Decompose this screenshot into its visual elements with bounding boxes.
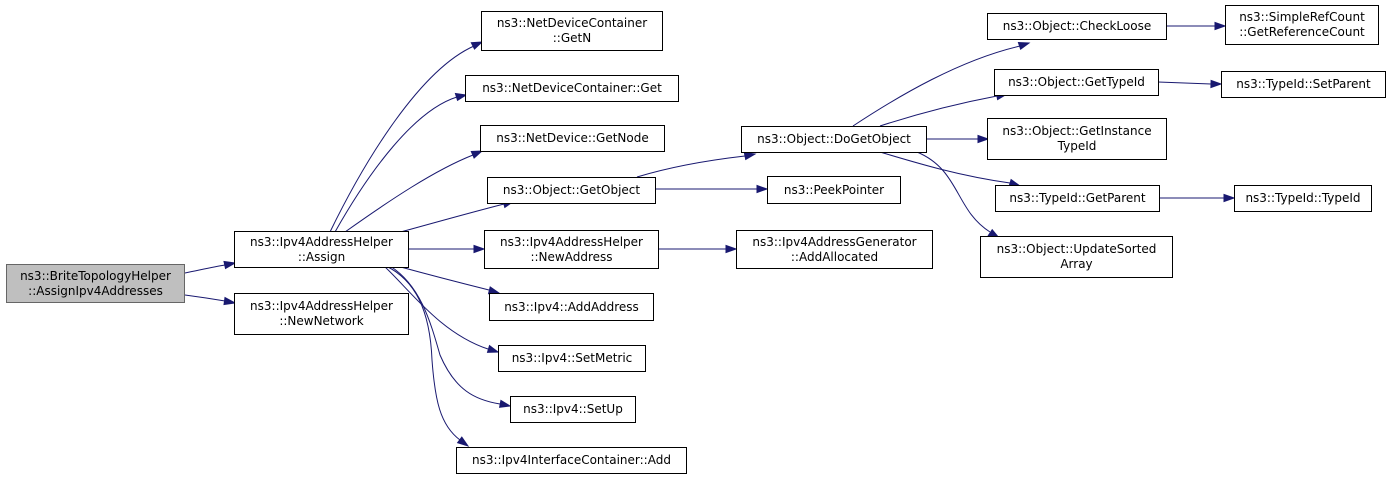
node-label-line: ::AssignIpv4Addresses bbox=[28, 283, 163, 298]
node-net-device-container-get[interactable]: ns3::NetDeviceContainer::Get bbox=[465, 75, 679, 102]
node-label-line: ns3::TypeId::SetParent bbox=[1236, 77, 1371, 91]
node-object-do-get-object[interactable]: ns3::Object::DoGetObject bbox=[741, 126, 927, 153]
edge-root-to-newnet bbox=[184, 294, 237, 306]
edge-getobj-to-peek bbox=[656, 184, 769, 194]
node-label-line: TypeId bbox=[1057, 139, 1097, 153]
edge-assign-to-getn bbox=[329, 41, 484, 233]
node-ipv4-address-helper-new-network[interactable]: ns3::Ipv4AddressHelper ::NewNetwork bbox=[234, 293, 409, 335]
node-label-line: ::NewNetwork bbox=[279, 314, 364, 328]
edge-assign-to-getobj bbox=[396, 199, 516, 234]
node-object-get-object[interactable]: ns3::Object::GetObject bbox=[487, 177, 656, 204]
node-label-line: ns3::Object::GetInstance bbox=[1002, 124, 1152, 138]
edge-getobj-to-dogetobj bbox=[636, 152, 757, 178]
node-label-line: ns3::NetDevice::GetNode bbox=[496, 131, 649, 145]
edge-assign-to-addaddr bbox=[396, 265, 501, 295]
node-label-line: Array bbox=[1060, 257, 1093, 271]
node-simple-ref-count-get-reference-count[interactable]: ns3::SimpleRefCount ::GetReferenceCount bbox=[1225, 5, 1379, 45]
edge-dogetobj-to-getinst bbox=[927, 134, 990, 144]
node-object-check-loose[interactable]: ns3::Object::CheckLoose bbox=[987, 13, 1167, 40]
node-object-get-instance-type-id[interactable]: ns3::Object::GetInstance TypeId bbox=[987, 118, 1167, 160]
edge-newaddr-to-addalloc bbox=[659, 244, 738, 254]
node-label-line: ns3::Ipv4InterfaceContainer::Add bbox=[472, 453, 671, 467]
node-label-line: ns3::Ipv4::AddAddress bbox=[504, 299, 639, 314]
node-brite-assign-ipv4-addresses: ns3::BriteTopologyHelper ::AssignIpv4Add… bbox=[6, 264, 185, 303]
node-label-line: ns3::Ipv4AddressHelper bbox=[500, 234, 643, 249]
node-label-line: ns3::Object::UpdateSorted bbox=[996, 242, 1157, 256]
node-label-line: ns3::TypeId::GetParent bbox=[1009, 191, 1146, 205]
edge-assign-to-getnode bbox=[344, 150, 484, 233]
node-label-line: ns3::NetDeviceContainer bbox=[496, 16, 648, 30]
node-peek-pointer[interactable]: ns3::PeekPointer bbox=[767, 176, 901, 204]
node-label-line: ns3::Ipv4AddressGenerator bbox=[752, 234, 917, 249]
node-label-line: ::NewAddress bbox=[530, 249, 613, 264]
node-ipv4-address-helper-assign[interactable]: ns3::Ipv4AddressHelper ::Assign bbox=[234, 231, 409, 268]
edge-assign-to-ndcget bbox=[334, 92, 468, 233]
node-label-line: ns3::NetDeviceContainer::Get bbox=[482, 81, 662, 95]
edge-assign-to-setmet bbox=[383, 265, 500, 353]
node-label-line: ::GetN bbox=[552, 31, 592, 45]
node-label-line: ::Assign bbox=[297, 249, 346, 264]
node-label-line: ns3::Object::DoGetObject bbox=[757, 132, 911, 146]
edge-assign-to-setup bbox=[389, 265, 512, 408]
node-label-line: ns3::Object::CheckLoose bbox=[1002, 19, 1152, 33]
node-ipv4-set-up[interactable]: ns3::Ipv4::SetUp bbox=[510, 396, 636, 423]
node-ipv4-add-address[interactable]: ns3::Ipv4::AddAddress bbox=[489, 293, 654, 321]
node-label-line: ns3::SimpleRefCount bbox=[1239, 10, 1365, 24]
node-ipv4-set-metric[interactable]: ns3::Ipv4::SetMetric bbox=[498, 345, 646, 372]
node-object-update-sorted-array[interactable]: ns3::Object::UpdateSorted Array bbox=[980, 236, 1173, 278]
node-label-line: ns3::PeekPointer bbox=[783, 182, 885, 197]
edge-assign-to-icadd bbox=[385, 265, 470, 447]
node-ipv4-interface-container-add[interactable]: ns3::Ipv4InterfaceContainer::Add bbox=[456, 447, 687, 474]
edge-gettid-to-setpar bbox=[1157, 79, 1223, 89]
edge-root-to-assign bbox=[184, 260, 237, 274]
node-type-id-set-parent[interactable]: ns3::TypeId::SetParent bbox=[1221, 71, 1386, 98]
node-label-line: ::AddAllocated bbox=[790, 249, 879, 264]
node-label-line: ns3::Object::GetTypeId bbox=[1008, 75, 1145, 89]
node-type-id-get-parent[interactable]: ns3::TypeId::GetParent bbox=[995, 185, 1160, 212]
node-net-device-container-get-n[interactable]: ns3::NetDeviceContainer ::GetN bbox=[481, 11, 663, 51]
node-net-device-get-node[interactable]: ns3::NetDevice::GetNode bbox=[480, 125, 665, 152]
node-label-line: ns3::BriteTopologyHelper bbox=[20, 268, 171, 283]
node-label-line: ns3::Ipv4::SetMetric bbox=[511, 351, 633, 365]
edge-getpar-to-typeid bbox=[1160, 193, 1236, 203]
node-label-line: ns3::Ipv4::SetUp bbox=[523, 402, 623, 416]
edge-dogetobj-to-upd bbox=[916, 151, 1001, 239]
edge-dogetobj-to-check bbox=[852, 41, 1031, 127]
node-object-get-type-id[interactable]: ns3::Object::GetTypeId bbox=[994, 69, 1159, 96]
node-ipv4-address-generator-add-allocated[interactable]: ns3::Ipv4AddressGenerator ::AddAllocated bbox=[736, 230, 933, 269]
node-label-line: ns3::Ipv4AddressHelper bbox=[250, 299, 393, 313]
edge-check-to-refcnt bbox=[1166, 21, 1227, 31]
node-label-line: ns3::TypeId::TypeId bbox=[1245, 191, 1361, 205]
node-label-line: ns3::Object::GetObject bbox=[502, 183, 641, 197]
node-label-line: ::GetReferenceCount bbox=[1239, 25, 1365, 39]
node-label-line: ns3::Ipv4AddressHelper bbox=[250, 234, 393, 249]
node-ipv4-address-helper-new-address[interactable]: ns3::Ipv4AddressHelper ::NewAddress bbox=[484, 230, 659, 269]
node-type-id-type-id[interactable]: ns3::TypeId::TypeId bbox=[1234, 185, 1372, 212]
edge-assign-to-newaddr bbox=[409, 244, 486, 254]
